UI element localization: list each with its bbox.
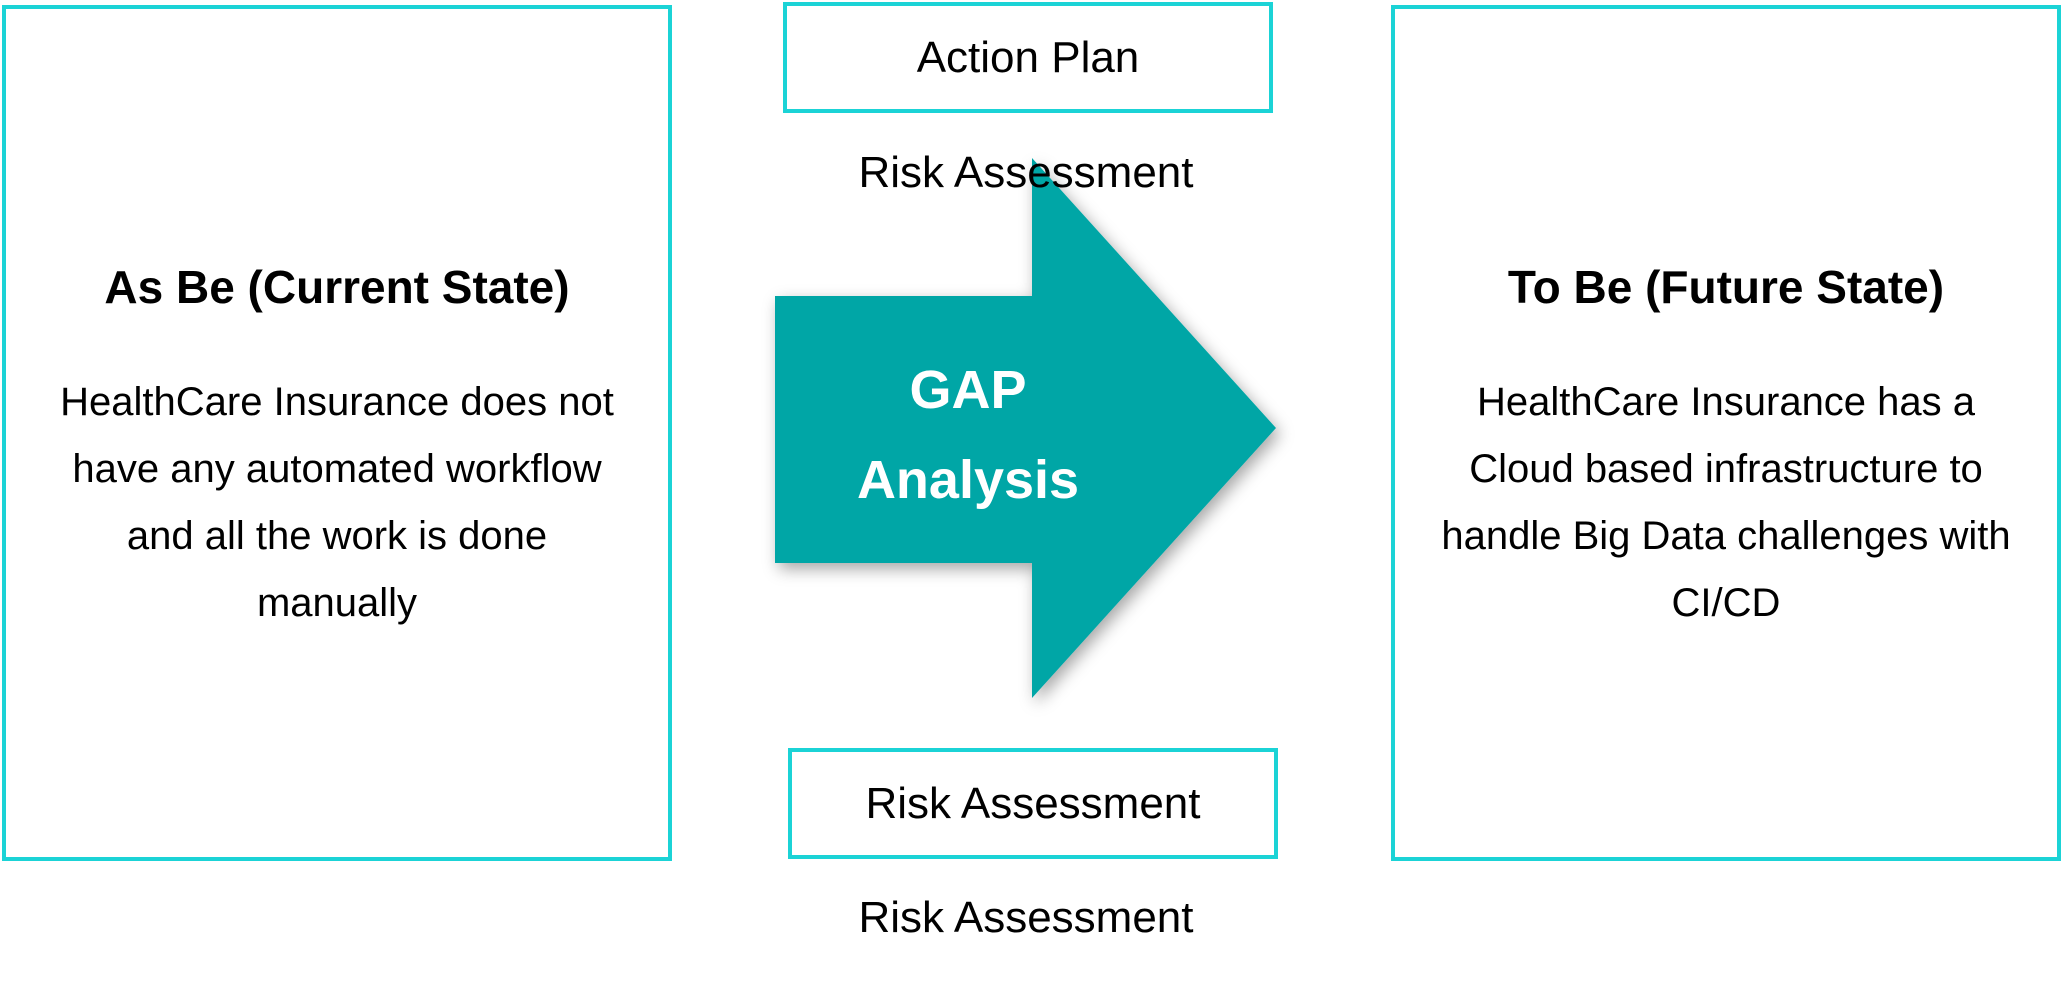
current-state-title: As Be (Current State) — [104, 261, 570, 313]
action-plan-label: Action Plan — [916, 32, 1140, 82]
gap-arrow-shape — [775, 158, 1276, 698]
risk-assessment-box-label: Risk Assessment — [865, 778, 1201, 828]
risk-assessment-bottom-label: Risk Assessment — [858, 893, 1194, 942]
gap-arrow-line-1: GAP — [909, 360, 1027, 420]
risk-assessment-top-label: Risk Assessment — [858, 148, 1194, 197]
gap-arrow-line-2: Analysis — [856, 450, 1080, 510]
future-state-box: To Be (Future State) HealthCare Insuranc… — [1391, 5, 2061, 861]
current-state-box: As Be (Current State) HealthCare Insuran… — [2, 5, 672, 861]
future-state-title: To Be (Future State) — [1507, 261, 1945, 313]
risk-assessment-box: Risk Assessment — [788, 748, 1278, 859]
gap-analysis-arrow — [775, 158, 1276, 698]
future-state-description: HealthCare Insurance has a Cloud based i… — [1441, 380, 2011, 625]
action-plan-box: Action Plan — [783, 2, 1273, 113]
current-state-description: HealthCare Insurance does not have any a… — [60, 380, 614, 625]
